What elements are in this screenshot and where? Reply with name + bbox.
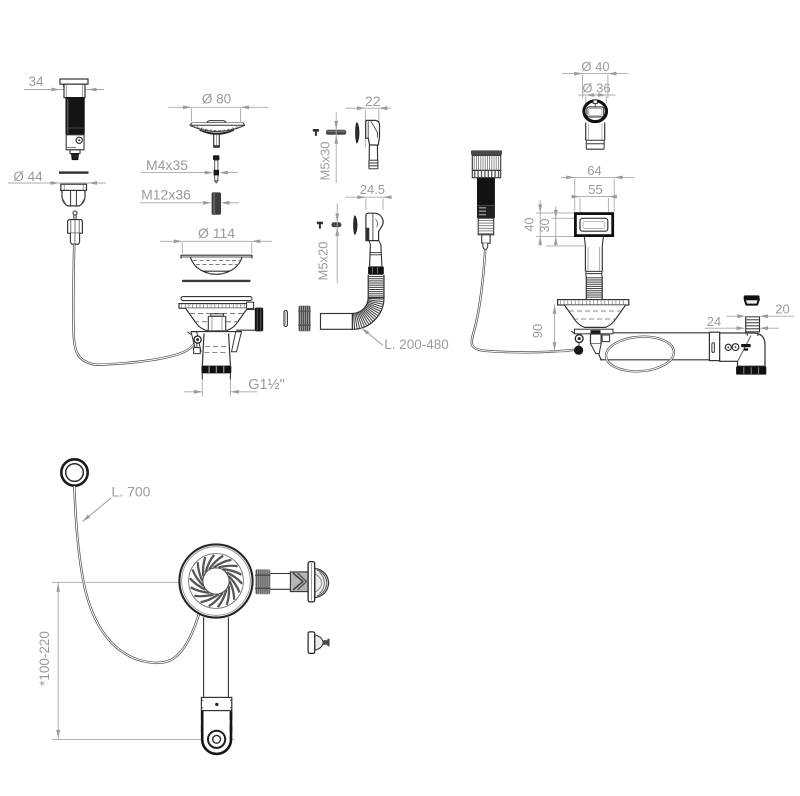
svg-text:Ø 114: Ø 114 bbox=[198, 225, 235, 241]
svg-text:Ø 40: Ø 40 bbox=[581, 59, 609, 74]
svg-text:M5x20: M5x20 bbox=[316, 241, 331, 280]
svg-text:M4x35: M4x35 bbox=[146, 157, 188, 173]
svg-text:90: 90 bbox=[530, 324, 545, 338]
svg-text:L. 700: L. 700 bbox=[112, 484, 151, 500]
svg-text:G1½": G1½" bbox=[248, 377, 285, 393]
svg-text:L. 200-480: L. 200-480 bbox=[384, 337, 449, 352]
svg-text:Ø 80: Ø 80 bbox=[202, 92, 231, 107]
svg-text:Ø 36: Ø 36 bbox=[582, 81, 610, 96]
svg-text:Ø 44: Ø 44 bbox=[13, 169, 43, 184]
svg-text:M12x36: M12x36 bbox=[141, 187, 191, 203]
svg-text:40: 40 bbox=[523, 218, 537, 232]
svg-text:24.5: 24.5 bbox=[360, 182, 385, 197]
svg-text:34: 34 bbox=[28, 74, 44, 89]
svg-text:64: 64 bbox=[587, 163, 601, 178]
svg-text:*100-220: *100-220 bbox=[37, 631, 52, 686]
svg-text:24: 24 bbox=[707, 314, 721, 329]
svg-text:M5x30: M5x30 bbox=[318, 141, 333, 180]
svg-text:20: 20 bbox=[775, 302, 789, 317]
svg-text:22: 22 bbox=[365, 93, 381, 109]
svg-text:55: 55 bbox=[588, 182, 602, 197]
svg-text:30: 30 bbox=[538, 219, 552, 233]
